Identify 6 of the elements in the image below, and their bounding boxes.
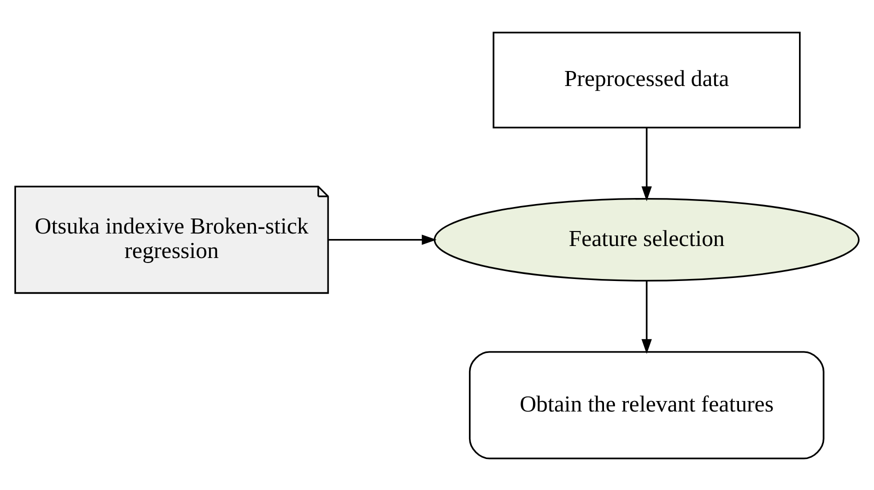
node-ellipse: Feature selection — [434, 198, 860, 282]
arrow — [642, 280, 652, 354]
arrow — [328, 234, 437, 244]
arrow — [642, 127, 652, 201]
node-box: Obtain the relevant features — [468, 350, 824, 459]
node-box: Preprocessed data — [492, 31, 801, 128]
